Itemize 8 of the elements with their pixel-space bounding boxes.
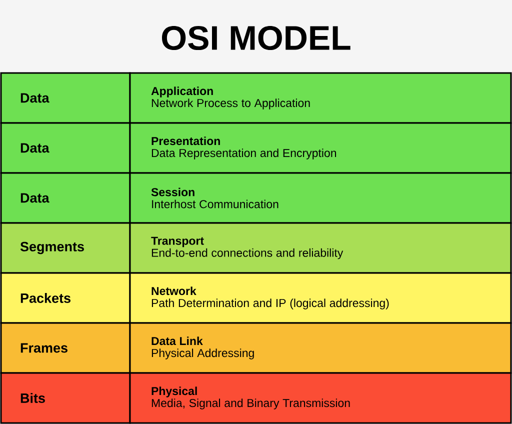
title: OSI MODEL [162, 26, 350, 50]
unit-cell: Packets [0, 272, 131, 324]
unit-cell: Segments [0, 222, 131, 274]
unit-cell: Data [0, 172, 131, 224]
unit-cell: Frames [0, 322, 131, 374]
unit-cell: Data [0, 72, 131, 124]
unit-cell: Bits [0, 372, 131, 424]
unit-cell: Data [0, 122, 131, 174]
